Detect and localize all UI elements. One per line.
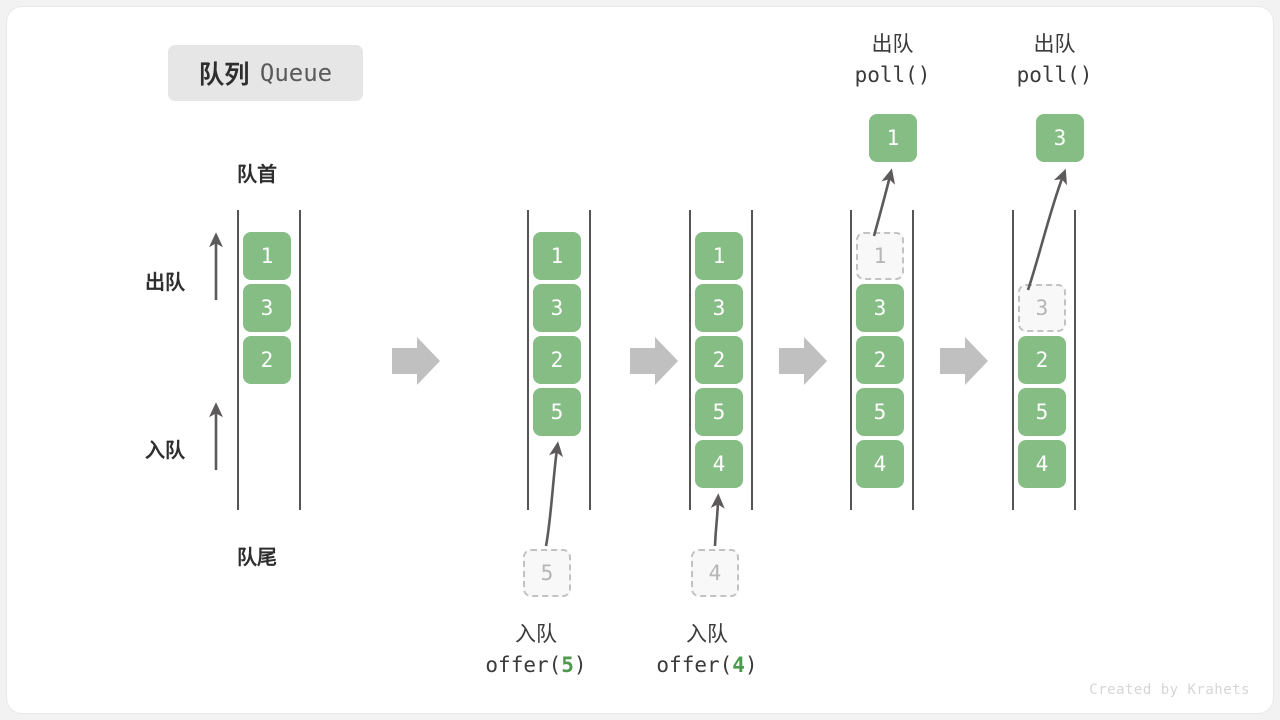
queue-cell-new: 5 (533, 388, 581, 436)
queue-cell: 5 (1018, 388, 1066, 436)
op-label-cn: 入队 (515, 623, 557, 646)
queue-cell: 4 (1018, 440, 1066, 488)
op-label-cn: 入队 (686, 623, 728, 646)
label-tail: 队尾 (237, 547, 277, 569)
outgoing-element: 1 (869, 114, 917, 162)
op-label-code: offer(4) (612, 650, 802, 680)
queue-cell: 3 (695, 284, 743, 332)
op-close: ) (573, 653, 587, 678)
queue-cell: 4 (856, 440, 904, 488)
queue-cell: 2 (1018, 336, 1066, 384)
figure-card (6, 6, 1274, 714)
footer-credit: Created by Krahets (1089, 682, 1250, 698)
title-badge: 队列 Queue (168, 45, 363, 101)
op-label-cn: 出队 (871, 33, 914, 56)
queue-cells: 1 3 2 5 4 (856, 232, 908, 492)
label-enqueue-direction: 入队 (145, 440, 185, 462)
queue-rail-right (589, 210, 591, 510)
op-label-offer-4: 入队 offer(4) (612, 620, 802, 681)
queue-cells: 1 3 2 (243, 232, 295, 388)
label-dequeue-direction: 出队 (145, 272, 185, 294)
queue-rail-right (912, 210, 914, 510)
queue-rail-left (689, 210, 691, 510)
queue-cell: 3 (856, 284, 904, 332)
op-label-code: poll() (1016, 63, 1093, 88)
queue-cells: 3 2 5 4 (1018, 232, 1070, 492)
queue-cell: 1 (243, 232, 291, 280)
op-fn: offer( (656, 653, 733, 678)
queue-cell-vacant (1018, 232, 1066, 280)
queue-cells: 1 3 2 5 (533, 232, 585, 440)
queue-rail-left (1012, 210, 1014, 510)
queue-rail-left (850, 210, 852, 510)
outgoing-element: 3 (1036, 114, 1084, 162)
queue-cell: 3 (243, 284, 291, 332)
op-close: ) (744, 653, 758, 678)
op-label-offer-5: 入队 offer(5) (441, 620, 631, 681)
queue-cell: 2 (695, 336, 743, 384)
op-label-poll-1: 出队 poll() (800, 30, 985, 91)
op-arg: 5 (561, 653, 574, 678)
queue-rail-left (237, 210, 239, 510)
queue-cell: 3 (533, 284, 581, 332)
op-arg: 4 (732, 653, 745, 678)
queue-cell-removed: 3 (1018, 284, 1066, 332)
label-head: 队首 (237, 164, 277, 186)
op-label-code: poll() (854, 63, 931, 88)
queue-rail-right (1074, 210, 1076, 510)
queue-rail-right (299, 210, 301, 510)
queue-cell: 5 (695, 388, 743, 436)
op-label-cn: 出队 (1033, 33, 1076, 56)
incoming-element-ghost: 5 (523, 549, 571, 597)
op-label-poll-2: 出队 poll() (962, 30, 1147, 91)
queue-cell: 5 (856, 388, 904, 436)
queue-cell: 1 (695, 232, 743, 280)
queue-rail-left (527, 210, 529, 510)
queue-cell: 2 (856, 336, 904, 384)
queue-cell: 2 (533, 336, 581, 384)
queue-rail-right (751, 210, 753, 510)
incoming-element-ghost: 4 (691, 549, 739, 597)
op-label-code: offer(5) (441, 650, 631, 680)
queue-cell: 2 (243, 336, 291, 384)
queue-cell-new: 4 (695, 440, 743, 488)
op-fn: offer( (485, 653, 562, 678)
title-english: Queue (259, 59, 333, 87)
title-chinese: 队列 (198, 61, 250, 89)
queue-cells: 1 3 2 5 4 (695, 232, 747, 492)
queue-cell: 1 (533, 232, 581, 280)
queue-cell-removed: 1 (856, 232, 904, 280)
